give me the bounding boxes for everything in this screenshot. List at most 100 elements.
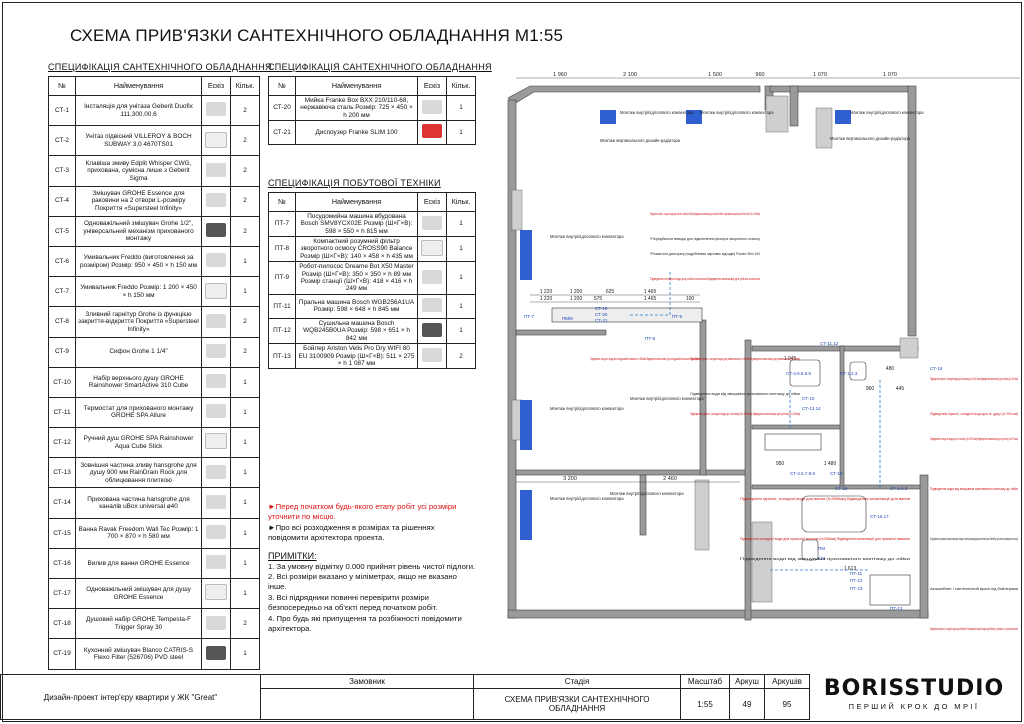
dimension-label: 1 220 [540, 296, 553, 302]
item-sketch [201, 517, 231, 549]
product-sketch-icon [206, 102, 226, 117]
equipment-tag: СТ-1.2.3 [890, 486, 908, 491]
product-sketch-icon [206, 374, 226, 389]
pipes [630, 270, 881, 571]
item-sketch [201, 457, 231, 489]
notes-title: ПРИМІТКИ: [268, 550, 317, 561]
item-code: СТ-21 [268, 120, 296, 146]
dimension-label: 1 070 [883, 72, 897, 78]
studio-logo: BORISSTUDIO ПЕРШИЙ КРОК ДО МРІЇ [810, 676, 1018, 718]
equipment-tag: ПТ-13 [850, 586, 863, 591]
equipment-tag: СТ-20 [595, 312, 608, 317]
project-name: Дизайн-проект інтер'єру квартири у ЖК "G… [0, 674, 261, 720]
item-name: Набір верхнього душу GROHE Rainshower Sm… [75, 366, 202, 398]
product-sketch-icon [206, 162, 226, 177]
item-name: Ручний душ GROHE SPA Rainshower Aqua Cub… [75, 427, 202, 459]
item-code: СТ-14 [48, 487, 76, 519]
col-num: № [268, 192, 296, 212]
product-sketch-icon [206, 615, 226, 630]
title-block: Дизайн-проект інтер'єру квартири у ЖК "G… [0, 673, 810, 720]
product-sketch-icon [205, 282, 227, 299]
radiator-label: Монтаж вертикального дизайн-радіатора [830, 136, 911, 141]
item-qty: 1 [446, 210, 476, 238]
item-code: ПТ-9 [268, 261, 296, 295]
item-name: Ванна Ravak Freedom Wall Tec Розмір: 1 7… [75, 517, 202, 549]
product-sketch-icon [421, 239, 443, 256]
item-code: ПТ-8 [268, 236, 296, 263]
radiator-label: Монтаж внутріпідлогового конвектора [610, 491, 684, 496]
radiator-label: Монтаж вертикального дизайн-радіатора [600, 138, 681, 143]
product-sketch-icon [206, 223, 226, 238]
dimension-label: 480 [886, 366, 895, 372]
item-qty: 1 [446, 261, 476, 295]
dimension-label: 1 465 [644, 289, 657, 295]
equipment-tag: СТ-13.14 [802, 406, 821, 411]
dimension-label: 1 220 [540, 289, 553, 295]
item-code: СТ-15 [48, 517, 76, 549]
item-code: СТ-10 [48, 366, 76, 398]
item-sketch [201, 366, 231, 398]
dimension-label: 950 [776, 461, 785, 467]
equipment-tag: СМ [818, 556, 825, 561]
plumbing-note: Підведення холодної води для посудомийно… [590, 357, 700, 361]
plumbing-note: Підведення води від змішувача прихованог… [930, 487, 1018, 491]
item-code: СТ-16 [48, 547, 76, 580]
item-qty: 1 [230, 396, 260, 429]
item-qty: 1 [230, 366, 260, 398]
item-qty: 1 [230, 577, 260, 610]
dimension-label: 1 200 [570, 289, 583, 295]
item-name: Мийка Franke Box BXX 210/110-68, нержаві… [295, 94, 418, 122]
item-qty: 2 [230, 215, 260, 247]
plumbing-note: Підведення холодної води для інсталяції … [930, 437, 1018, 441]
page-title: СХЕМА ПРИВ'ЯЗКИ САНТЕХНІЧНОГО ОБЛАДНАННЯ… [70, 26, 564, 45]
item-name: Умивальник Freddo Розмір: 1 200 × 450 × … [75, 276, 202, 308]
note-3: 3. Всі підрядники повинні перевірити роз… [268, 592, 438, 613]
item-code: ПТ-12 [268, 318, 296, 345]
col-num: № [268, 76, 296, 96]
dimension-label: 1 070 [813, 72, 827, 78]
item-code: СТ-4 [48, 185, 76, 217]
plumbing-note: Акаскабінет і сантехнічний вузол під бой… [930, 587, 1018, 591]
dimension-label: 2 100 [623, 72, 637, 78]
item-name: Компактний розумний фільтр зворотного ос… [295, 236, 418, 263]
bathroom-fixtures [764, 359, 911, 606]
equipment-tag: ПТ-13 [890, 606, 903, 611]
item-qty: 2 [230, 125, 260, 157]
equipment-tag: СТ-15 [835, 486, 848, 491]
item-name: Зливний гарнітур Grohe із функцією закри… [75, 306, 202, 338]
sheet-name: СХЕМА ПРИВ'ЯЗКИ САНТЕХНІЧНОГО ОБЛАДНАННЯ [473, 688, 681, 720]
item-sketch [201, 245, 231, 278]
item-qty: 1 [446, 318, 476, 345]
product-sketch-icon [206, 645, 226, 660]
customer-value [260, 688, 474, 720]
dimension-label: 1 613 [844, 566, 857, 572]
item-code: СТ-20 [268, 94, 296, 122]
product-sketch-icon [205, 131, 227, 148]
item-qty: 2 [230, 306, 260, 338]
plumbing-note: Підведення гарячої, холодної води для гі… [930, 412, 1018, 416]
item-code: СТ-8 [48, 306, 76, 338]
scale-value: 1:55 [680, 688, 730, 720]
plumbing-note: Підведення холодної води для робота-пило… [650, 277, 760, 281]
item-code: СТ-13 [48, 457, 76, 489]
product-sketch-icon [205, 584, 227, 601]
kitchen-counter [551, 307, 703, 323]
item-qty: 2 [230, 185, 260, 217]
radiator-label: Монтаж внутріпідлогового конвектора [550, 234, 624, 239]
item-sketch [201, 215, 231, 247]
plumbing-note: *Розмістити диспоузер (подрібнювач харчо… [650, 252, 760, 256]
col-qty: Кільк. [230, 76, 260, 96]
item-name: Зовнішня частина зливу hansgrohe для душ… [75, 457, 202, 489]
item-qty: 2 [230, 608, 260, 640]
item-qty: 2 [230, 336, 260, 368]
